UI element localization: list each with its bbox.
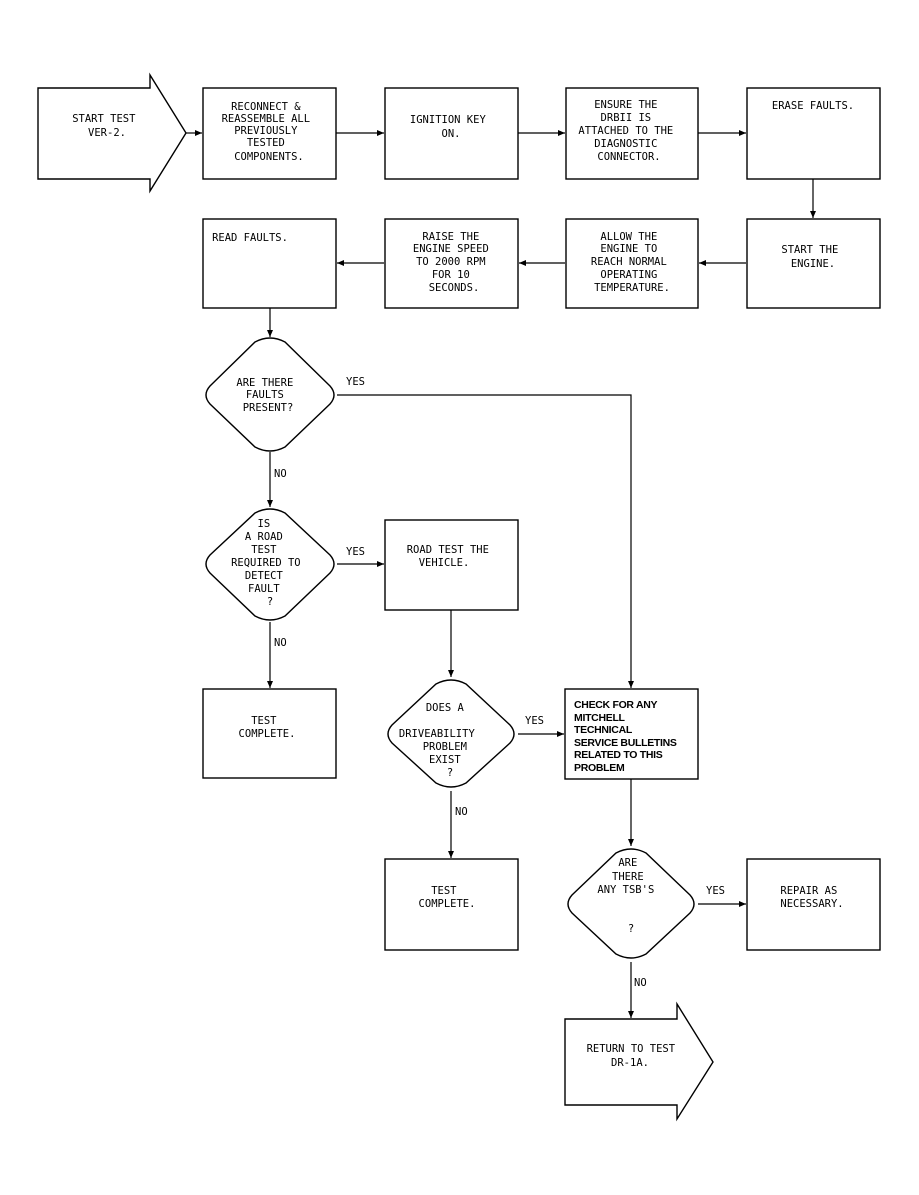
label-drive-yes: YES xyxy=(525,715,544,727)
decision-driveability: DOES A DRIVEABILITY PROBLEM EXIST ? xyxy=(387,679,515,788)
svg-text:RECONNECT & REASSEMBLE A: RECONNECT & REASSEMBLE ALL PREVIOUSLY TE… xyxy=(222,101,317,163)
box-tsb-check: CHECK FOR ANY MITCHELL TECHNICAL SERVICE… xyxy=(564,688,699,780)
box-repair: REPAIR AS NECESSARY. xyxy=(746,858,881,951)
box-reconnect: RECONNECT & REASSEMBLE ALL PREVIOUSLY TE… xyxy=(202,87,337,180)
svg-text:ROAD TEST THE VEHICLE.: ROAD TEST THE VEHICLE. xyxy=(407,544,496,569)
svg-text:ALLOW THE ENGINE TO: ALLOW THE ENGINE TO REACH NORMAL OPERATI… xyxy=(591,231,673,294)
decision-any-tsbs: ARE THERE ANY TSB'S ? xyxy=(567,848,695,959)
svg-text:IS A ROAD TEST: IS A ROAD TEST REQUIRED TO DETECT FAULT … xyxy=(231,518,307,608)
svg-text:REPAIR AS NECESSARY.: REPAIR AS NECESSARY. xyxy=(780,885,843,910)
svg-text:DOES A DRIVEABILI: DOES A DRIVEABILITY PROBLEM EXIST ? xyxy=(399,702,481,779)
decision-faults-present: ARE THERE FAULTS PRESENT? xyxy=(205,337,335,452)
decision-road-test-required: IS A ROAD TEST REQUIRED TO DETECT FAULT … xyxy=(205,508,335,621)
label-tsb-yes: YES xyxy=(706,885,725,897)
box-raise: RAISE THE ENGINE SPEED TO 2000 RPM FOR 1… xyxy=(384,218,519,309)
connectors xyxy=(186,130,816,1018)
return-arrow: RETURN TO TEST DR-1A. xyxy=(564,1001,714,1122)
svg-text:ENSURE THE DRBII IS: ENSURE THE DRBII IS ATTACHED TO THE DIAG… xyxy=(578,99,679,163)
box-start-engine: START THE ENGINE. xyxy=(746,218,881,309)
edge-faults-yes xyxy=(337,394,634,688)
svg-text:ARE THERE FAULTS P: ARE THERE FAULTS PRESENT? xyxy=(236,377,299,414)
box-test-complete-2: TEST COMPLETE. xyxy=(384,858,519,951)
box-allow: ALLOW THE ENGINE TO REACH NORMAL OPERATI… xyxy=(565,218,699,309)
label-tsb-no: NO xyxy=(634,977,647,989)
svg-text:READ FAULTS.: READ FAULTS. xyxy=(212,232,288,244)
svg-text:START THE ENGINE.: START THE ENGINE. xyxy=(781,244,844,270)
label-road-yes: YES xyxy=(346,546,365,558)
box-erase: ERASE FAULTS. xyxy=(746,87,881,180)
svg-text:ARE THERE ANY TSB': ARE THERE ANY TSB'S ? xyxy=(597,857,660,935)
svg-text:TEST COMPLETE.: TEST COMPLETE. xyxy=(419,885,476,910)
svg-text:IGNITION KEY ON.: IGNITION KEY ON. xyxy=(410,114,492,140)
svg-text:ERASE FAULTS.: ERASE FAULTS. xyxy=(772,100,854,112)
box-test-complete-1: TEST COMPLETE. xyxy=(202,688,337,779)
start-arrow: START TEST VER-2. xyxy=(37,72,187,194)
svg-text:CHECK FOR ANY MITCHELL: CHECK FOR ANY MITCHELL TECHNICAL SERVICE… xyxy=(574,699,679,774)
box-ignition: IGNITION KEY ON. xyxy=(384,87,519,180)
box-read-faults: READ FAULTS. xyxy=(202,218,337,309)
return-text: RETURN TO TEST DR-1A. xyxy=(587,1043,682,1069)
box-ensure: ENSURE THE DRBII IS ATTACHED TO THE DIAG… xyxy=(565,87,699,180)
label-road-no: NO xyxy=(274,637,287,649)
start-text: START TEST VER-2. xyxy=(72,113,142,139)
label-drive-no: NO xyxy=(455,806,468,818)
svg-text:RAISE THE ENGINE SPEED: RAISE THE ENGINE SPEED TO 2000 RPM FOR 1… xyxy=(413,231,495,294)
label-faults-yes: YES xyxy=(346,376,365,388)
svg-text:TEST COMPLETE.: TEST COMPLETE. xyxy=(239,715,296,740)
label-faults-no: NO xyxy=(274,468,287,480)
box-road-test: ROAD TEST THE VEHICLE. xyxy=(384,519,519,611)
edge-labels: YES NO YES NO YES NO YES NO xyxy=(274,376,725,989)
